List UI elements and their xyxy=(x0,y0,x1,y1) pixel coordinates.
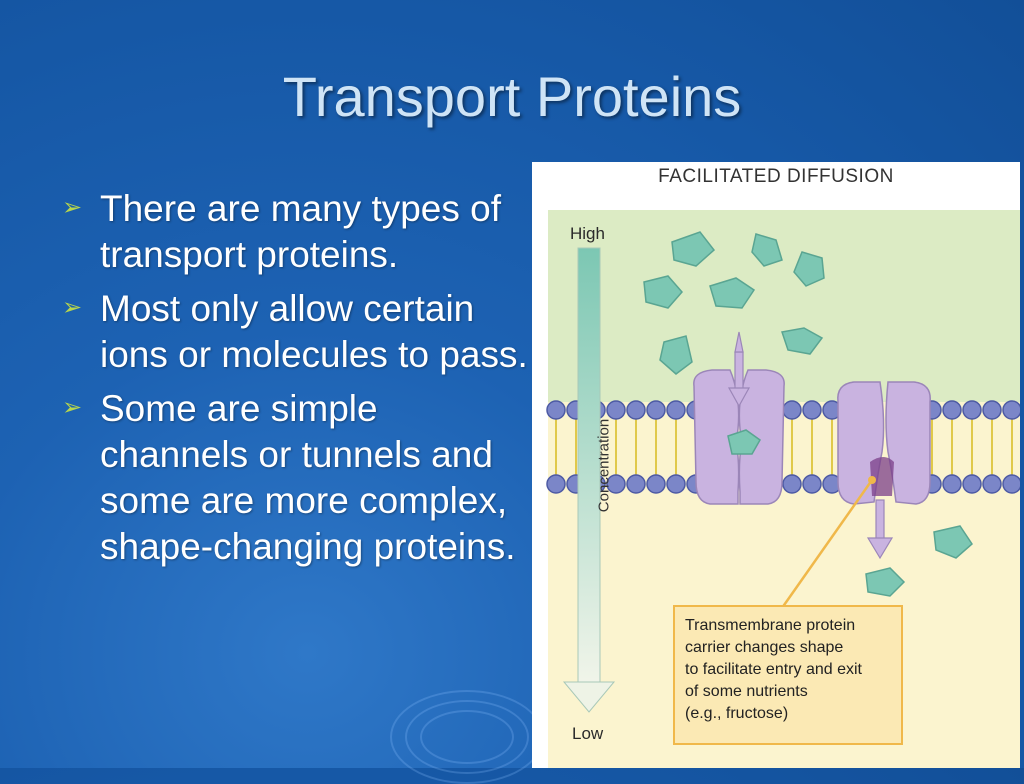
concentration-arrow xyxy=(562,247,616,713)
bullet-arrow-icon: ➢ xyxy=(62,294,83,321)
callout-pointer-dot xyxy=(868,476,876,484)
diffusion-diagram xyxy=(546,210,1020,768)
bullet-item: ➢ There are many types of transport prot… xyxy=(62,186,532,278)
bullet-item: ➢ Some are simple channels or tunnels an… xyxy=(62,386,532,570)
decorative-ripple xyxy=(420,710,514,764)
callout-line: of some nutrients xyxy=(685,683,808,700)
solute-molecules xyxy=(643,231,973,597)
entry-arrow xyxy=(727,331,751,408)
bullet-text: Some are simple channels or tunnels and … xyxy=(100,388,516,567)
carrier-protein-open-top xyxy=(693,369,785,505)
bullet-text: There are many types of transport protei… xyxy=(100,188,502,275)
bullet-text: Most only allow certain ions or molecule… xyxy=(100,288,528,375)
bullet-arrow-icon: ➢ xyxy=(62,394,83,421)
callout-line: Transmembrane protein xyxy=(685,617,856,634)
bullet-list: ➢ There are many types of transport prot… xyxy=(62,186,532,578)
callout-line: (e.g., fructose) xyxy=(685,705,789,722)
callout-line: carrier changes shape xyxy=(685,639,844,656)
figure-title: FACILITATED DIFFUSION xyxy=(658,166,894,187)
concentration-axis-label: Concentration xyxy=(595,418,613,513)
bullet-arrow-icon: ➢ xyxy=(62,194,83,221)
bound-molecule-site xyxy=(870,457,894,496)
callout-box: Transmembrane protein carrier changes sh… xyxy=(673,605,903,745)
bullet-item: ➢ Most only allow certain ions or molecu… xyxy=(62,286,532,378)
high-label: High xyxy=(570,224,605,243)
phospholipid-heads xyxy=(546,400,1020,494)
callout-pointer xyxy=(780,479,874,609)
exit-arrow xyxy=(866,499,894,560)
extracellular-region xyxy=(548,210,1020,402)
low-label: Low xyxy=(572,724,604,743)
callout-line: to facilitate entry and exit xyxy=(685,661,862,678)
slide-title: Transport Proteins xyxy=(282,65,742,128)
